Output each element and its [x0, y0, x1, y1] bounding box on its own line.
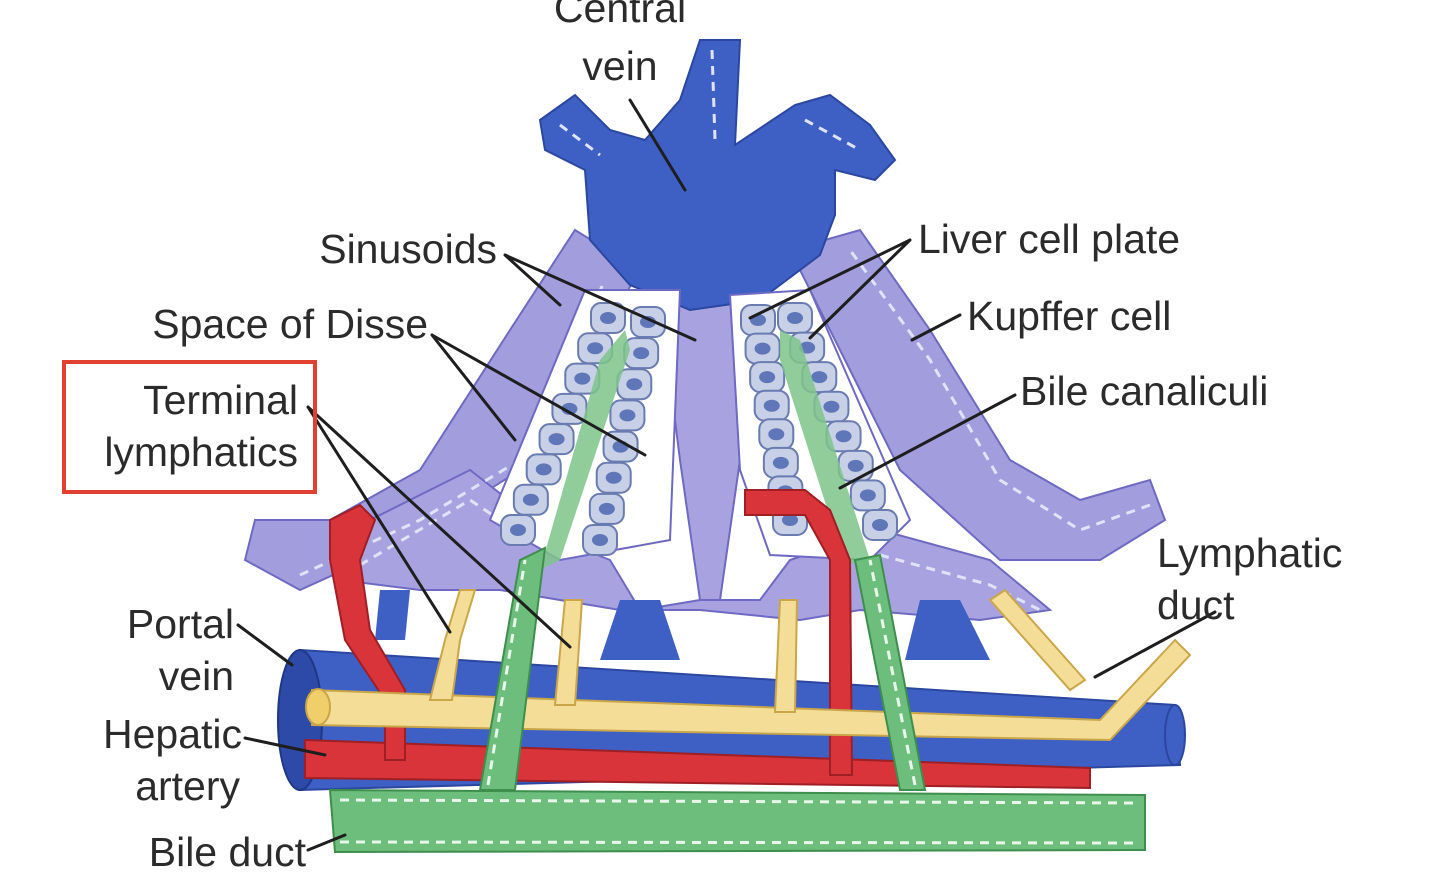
- label-sinusoids: Sinusoids: [319, 226, 497, 272]
- hepatocyte-nucleus: [754, 342, 771, 355]
- label-hepatic-artery-line2: artery: [135, 763, 240, 809]
- lymphatic-vessels-shape: [305, 588, 1192, 742]
- hepatocyte-nucleus: [787, 312, 803, 324]
- hepatocyte-nucleus: [510, 524, 526, 536]
- hepatocyte-nucleus: [811, 371, 828, 384]
- hepatocyte-nucleus: [763, 399, 780, 412]
- hepatocyte-nucleus: [823, 400, 840, 413]
- label-space-of-disse: Space of Disse: [152, 301, 428, 347]
- label-terminal-lymphatics-line2: lymphatics: [104, 429, 298, 475]
- hepatocyte-nucleus: [633, 347, 650, 360]
- hepatocyte-nucleus: [600, 312, 616, 324]
- hepatocyte-nucleus: [619, 409, 636, 422]
- hepatocyte-nucleus: [859, 489, 876, 502]
- label-liver-cell-plate: Liver cell plate: [918, 216, 1180, 262]
- hepatocyte-nucleus: [605, 471, 622, 484]
- hepatocyte-nucleus: [592, 534, 608, 546]
- bile-duct-shape: [328, 546, 1146, 854]
- label-terminal-lymphatics-line1: Terminal: [143, 377, 298, 423]
- hepatocyte-nucleus: [872, 519, 888, 531]
- hepatocyte-nucleus: [847, 459, 864, 472]
- hepatocyte-nucleus: [640, 316, 656, 328]
- hepatocyte-nucleus: [835, 430, 852, 443]
- hepatocyte-nucleus: [626, 378, 643, 391]
- bile-canaliculus-left: [540, 330, 630, 570]
- hepatocyte-nucleus: [759, 371, 776, 384]
- leader-lines: [236, 98, 1217, 852]
- label-lymphatic-duct-line2: duct: [1157, 582, 1235, 628]
- label-portal-vein-line2: vein: [159, 653, 234, 699]
- label-portal-vein-line1: Portal: [127, 601, 234, 647]
- hepatocyte-nucleus: [772, 456, 789, 469]
- label-central-vein-line2: vein: [582, 43, 657, 89]
- hepatocyte-nucleus: [587, 342, 604, 355]
- label-lymphatic-duct-line1: Lymphatic: [1157, 530, 1342, 576]
- hepatocyte-nucleus: [782, 514, 798, 526]
- label-kupffer-cell: Kupffer cell: [967, 293, 1171, 339]
- hepatocyte-nucleus: [598, 502, 615, 515]
- label-bile-canaliculi: Bile canaliculi: [1020, 368, 1268, 414]
- sinusoid-inlets: [375, 590, 990, 660]
- hepatocyte-nucleus: [535, 463, 552, 476]
- hepatocyte-nucleus: [548, 433, 565, 446]
- bile-canaliculus-right: [780, 330, 870, 565]
- label-central-vein-line1: Central: [554, 0, 686, 31]
- label-hepatic-artery-line1: Hepatic: [103, 711, 242, 757]
- terminal-lymphatics-highlight-box: [62, 360, 317, 494]
- hepatocyte-nucleus: [768, 428, 785, 441]
- hepatocyte-nucleus: [574, 372, 591, 385]
- label-bile-duct: Bile duct: [149, 829, 307, 875]
- hepatocyte-nucleus: [522, 493, 539, 506]
